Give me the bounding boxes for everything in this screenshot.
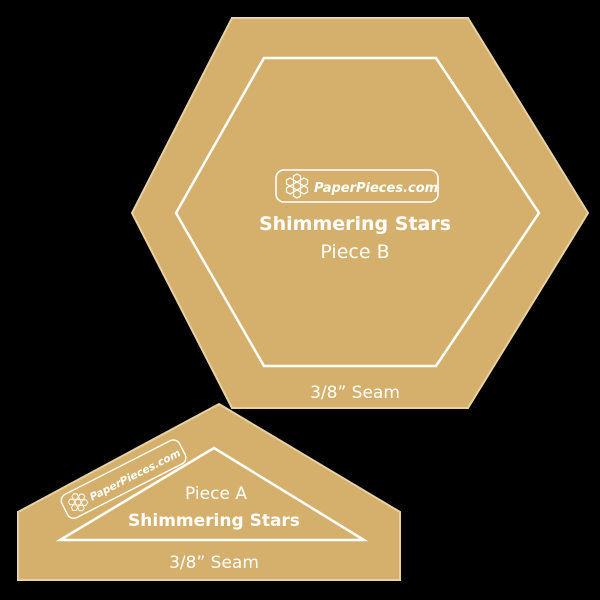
piece-a-label: Piece A: [185, 484, 247, 504]
piece-b-seam-line: [174, 56, 541, 368]
piece-a-seam-label: 3/8” Seam: [169, 553, 259, 573]
piece-b-title: Shimmering Stars: [259, 213, 451, 235]
piece-a-title: Shimmering Stars: [128, 511, 300, 531]
piece-b-logo-text: PaperPieces.com: [314, 181, 438, 196]
piece-b-subtitle: Piece B: [320, 241, 389, 263]
piece-a-logo-badge: [60, 439, 187, 519]
piece-a-outer-shape: [17, 402, 401, 581]
piece-a-seam-line: [55, 446, 369, 542]
piece-b-logo-badge: [275, 169, 439, 203]
piece-b-seam-label: 3/8” Seam: [310, 383, 400, 403]
piece-b-template: PaperPieces.com Shimmering Stars Piece B…: [130, 17, 590, 409]
piece-a-template: PaperPieces.com Piece A Shimmering Stars…: [17, 402, 401, 581]
piece-b-logo: PaperPieces.com: [275, 169, 439, 203]
